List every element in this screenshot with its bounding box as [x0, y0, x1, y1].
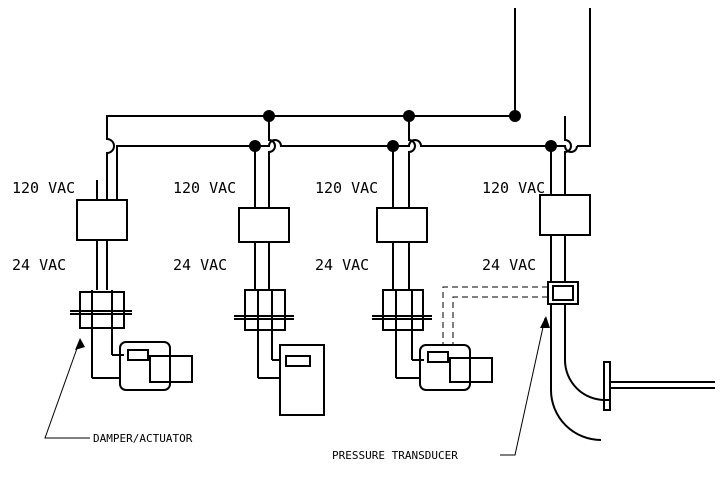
transformer-2	[238, 207, 290, 243]
junction-dot	[545, 140, 557, 152]
controller-1	[119, 341, 171, 391]
junction-dot	[509, 110, 521, 122]
label-pressure-transducer: PRESSURE TRANSDUCER	[332, 449, 458, 462]
damper-actuator-3	[382, 289, 424, 331]
label-120vac-3: 120 VAC	[315, 179, 378, 197]
label-24vac-1: 24 VAC	[12, 256, 66, 274]
drop-dev2	[268, 116, 276, 208]
bus-line-2	[551, 145, 578, 153]
damper-callout-leader	[44, 339, 90, 439]
junction-dot	[387, 140, 399, 152]
label-24vac-4: 24 VAC	[482, 256, 536, 274]
transformer-1	[76, 199, 128, 241]
label-120vac-2: 120 VAC	[173, 179, 236, 197]
junction-dot	[403, 110, 415, 122]
label-120vac-4: 120 VAC	[482, 179, 545, 197]
pressure-transducer-box	[547, 281, 579, 305]
label-120vac-1: 120 VAC	[12, 179, 75, 197]
pressure-tubing	[442, 286, 548, 345]
feed-line-right	[577, 8, 591, 147]
junction-dots	[249, 110, 557, 152]
label-24vac-2: 24 VAC	[173, 256, 227, 274]
drop-dev3	[408, 116, 416, 208]
controller-2	[279, 344, 325, 416]
transformer-3	[376, 207, 428, 243]
label-damper-actuator: DAMPER/ACTUATOR	[93, 432, 193, 445]
probe-flange	[603, 361, 611, 411]
transformer-4	[539, 194, 591, 236]
controller-3	[419, 344, 471, 391]
transducer-callout-leader	[500, 317, 546, 456]
junction-dot	[263, 110, 275, 122]
junction-dot	[249, 140, 261, 152]
pressure-probe	[610, 381, 715, 389]
bus-line-1	[106, 115, 515, 200]
damper-actuator-2	[244, 289, 286, 331]
drop-dev4	[564, 116, 572, 195]
label-24vac-3: 24 VAC	[315, 256, 369, 274]
